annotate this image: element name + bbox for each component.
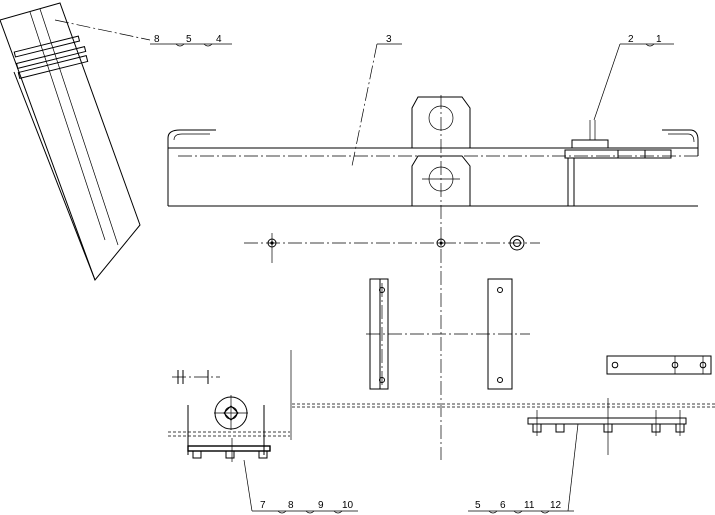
callout-top-left-1: 8	[154, 34, 160, 45]
right-link-bar	[606, 355, 712, 375]
callout-bottom-right-2: 6	[500, 500, 506, 511]
plan-view-plates	[366, 278, 530, 390]
callout-bottom-left-3: 9	[318, 500, 324, 511]
main-beam-elevation	[167, 95, 700, 460]
inclined-chute	[0, 2, 141, 281]
callout-bottom-left-4: 10	[342, 500, 354, 511]
pin-row	[244, 233, 540, 263]
label-separators	[175, 43, 655, 514]
lower-left-detail	[168, 350, 715, 462]
callout-labels: 8 5 4 3 2 1 7 8 9 10 5 6 11 12	[154, 34, 662, 511]
callout-bottom-left-1: 7	[260, 500, 266, 511]
callout-bottom-right-3: 11	[524, 500, 535, 511]
callout-top-middle: 3	[386, 34, 392, 45]
callout-top-left-3: 4	[216, 34, 222, 45]
callout-bottom-right-1: 5	[475, 500, 481, 511]
callout-top-left-2: 5	[186, 34, 192, 45]
callout-bottom-left-2: 8	[288, 500, 294, 511]
lower-right-rail	[527, 398, 687, 455]
callout-top-right-1: 2	[628, 34, 634, 45]
callout-top-right-2: 1	[656, 34, 662, 45]
callout-bottom-right-4: 12	[550, 500, 562, 511]
leader-lines	[54, 19, 674, 512]
